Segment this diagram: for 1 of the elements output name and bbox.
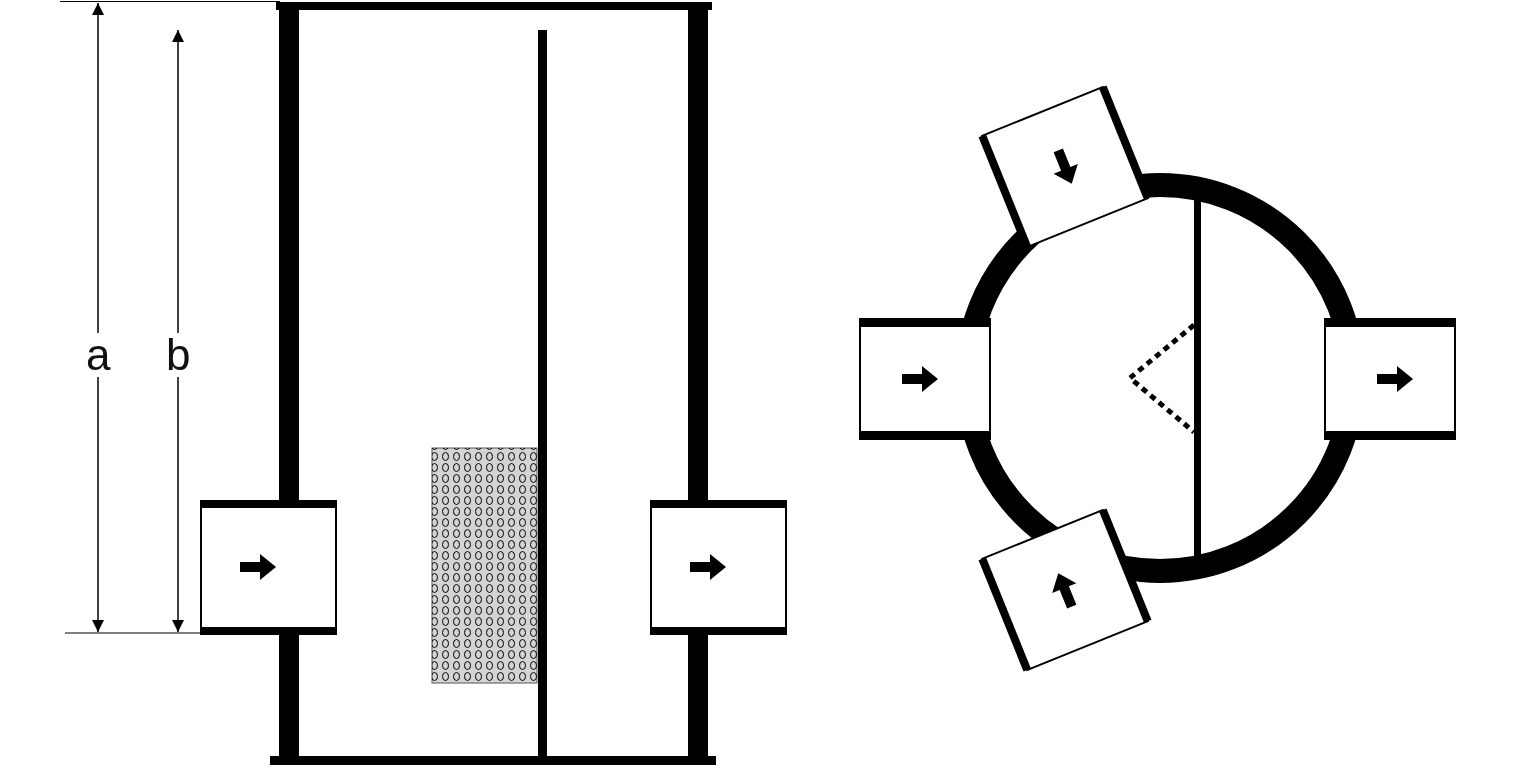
dimension-label: a	[84, 333, 113, 377]
